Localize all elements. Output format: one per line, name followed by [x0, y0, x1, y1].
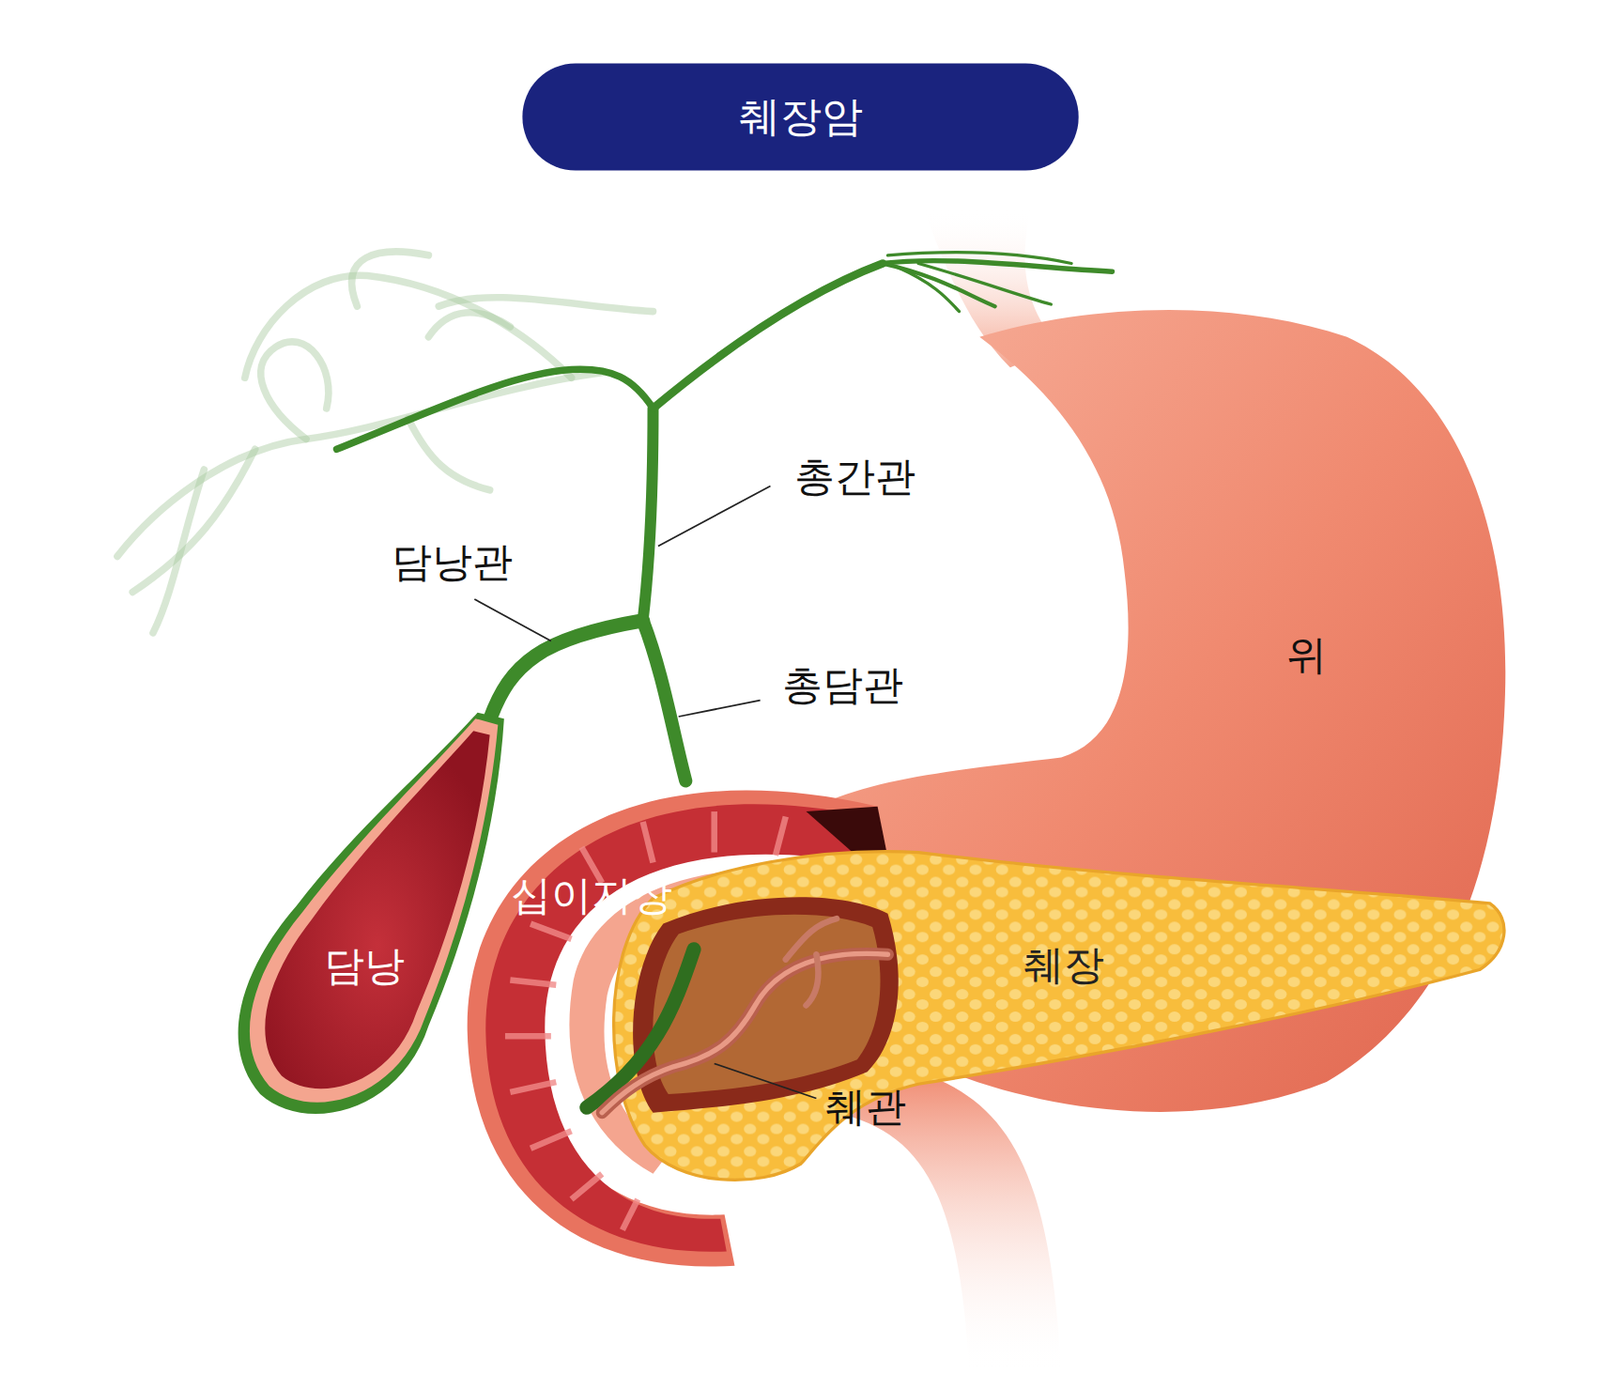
part-label-box: 총담관: [782, 662, 904, 709]
part-label-box: 십이지장: [510, 872, 673, 919]
part-label: 총간관: [794, 453, 916, 500]
part-label-box: 췌관: [825, 1083, 907, 1130]
part-label-box: 위: [1286, 631, 1327, 678]
part-label: 총담관: [782, 662, 904, 709]
part-label-box: 담낭: [323, 942, 405, 989]
part-label-box: 담낭관: [391, 538, 513, 585]
part-label-box: 총간관: [794, 453, 916, 500]
part-label: 췌장: [1023, 941, 1105, 988]
title-text: 췌장암: [738, 92, 863, 141]
title-box: 췌장암: [738, 92, 863, 141]
part-label: 담낭: [323, 942, 405, 989]
part-label: 담낭관: [391, 538, 513, 585]
part-label: 췌관: [825, 1083, 907, 1130]
part-label: 십이지장: [510, 872, 673, 919]
part-label: 위: [1286, 631, 1327, 678]
part-label-box: 췌장: [1023, 941, 1105, 988]
